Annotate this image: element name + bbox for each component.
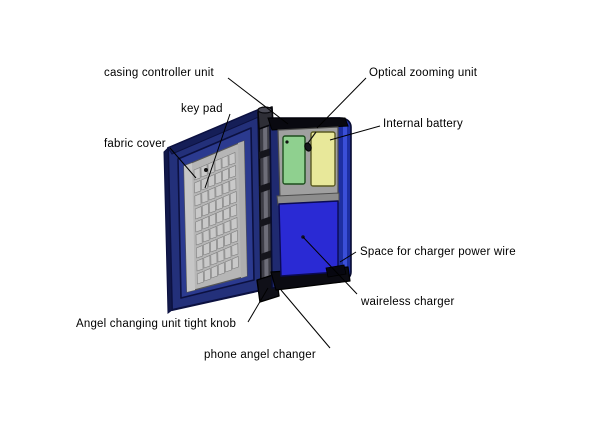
hinge-column-highlight bbox=[263, 118, 269, 290]
leader-waireless-charger bbox=[302, 236, 358, 295]
label-optical-zooming-unit: Optical zooming unit bbox=[369, 67, 478, 79]
fabric-cover-left-edge bbox=[163, 146, 173, 314]
label-key-pad: key pad bbox=[181, 103, 223, 115]
key-pad-marker-dot bbox=[204, 168, 208, 172]
key-pad-left-margin bbox=[184, 163, 195, 292]
charger-wire-space-notch bbox=[325, 264, 347, 278]
label-angel-changing-unit-tight-knob: Angel changing unit tight knob bbox=[76, 318, 237, 330]
leader-space-charger-wire bbox=[339, 251, 357, 263]
internal-battery-block bbox=[282, 135, 306, 185]
leader-lines bbox=[169, 77, 381, 349]
label-phone-angel-changer: phone angel changer bbox=[204, 349, 316, 361]
internal-battery-dot bbox=[285, 140, 289, 144]
label-space-for-charger-power-wire: Space for charger power wire bbox=[360, 246, 516, 258]
leader-fabric-cover bbox=[169, 147, 197, 179]
right-panel-round-edge-highlight bbox=[343, 123, 347, 275]
key-pad-right-margin bbox=[238, 141, 247, 278]
hinge-segments bbox=[259, 148, 273, 261]
camera-lens-icon bbox=[304, 142, 312, 152]
right-panel-group bbox=[267, 117, 352, 291]
leader-angle-knob bbox=[247, 287, 269, 323]
label-waireless-charger: waireless charger bbox=[361, 296, 455, 308]
leader-phone-angel-changer bbox=[280, 289, 331, 349]
label-casing-controller-unit: casing controller unit bbox=[104, 67, 214, 79]
lens-stem bbox=[307, 131, 317, 144]
label-internal-battery: Internal battery bbox=[383, 118, 463, 130]
left-panel-group bbox=[163, 109, 263, 314]
leader-internal-battery bbox=[329, 125, 381, 141]
key-pad-keys bbox=[193, 152, 239, 285]
optical-zoom-block bbox=[310, 131, 336, 187]
leader-key-pad bbox=[204, 113, 231, 189]
label-fabric-cover: fabric cover bbox=[104, 138, 166, 150]
leader-casing-controller-unit bbox=[227, 77, 289, 125]
leader-optical-zooming-unit bbox=[316, 77, 367, 129]
